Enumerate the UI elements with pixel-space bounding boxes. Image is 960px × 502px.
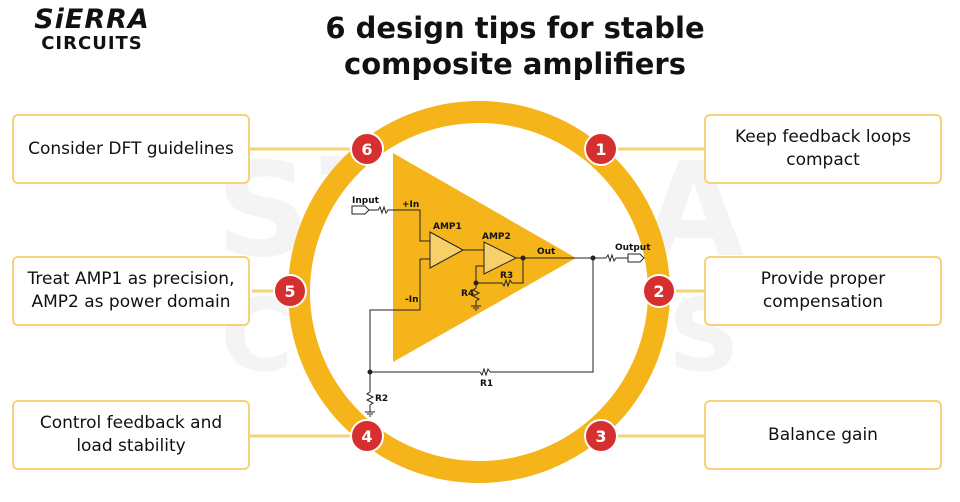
tip-3-box: Balance gain [704,400,942,470]
label-plus-in: +In [402,200,419,210]
badges: 6 1 5 2 4 3 [273,132,676,453]
badge-5: 5 [273,274,307,308]
tip-2-box: Provide proper compensation [704,256,942,326]
label-r4: R4 [461,289,474,299]
label-out: Out [537,247,556,257]
tip-5-box: Treat AMP1 as precision, AMP2 as power do… [12,256,250,326]
page-title: 6 design tips for stable composite ampli… [300,10,730,82]
title-line1: 6 design tips for stable [325,11,705,45]
tip-6-box: Consider DFT guidelines [12,114,250,184]
tip-2-line1: Provide proper [760,269,886,289]
node-r2 [367,369,373,375]
output-port-icon [627,253,645,263]
label-r2: R2 [375,394,388,404]
title-line2: composite amplifiers [344,47,686,81]
circuit-labels: Input +In AMP1 AMP2 Out Output R3 R4 -In… [352,196,651,404]
amp2-triangle [483,241,518,275]
badge-4: 4 [350,419,384,453]
brand-logo: SiERRA CIRCUITS [12,6,172,54]
tip-1-line2: compact [786,150,860,170]
tip-1-line1: Keep feedback loops [734,127,912,147]
tip-3-line1: Balance gain [768,424,878,445]
r3-feedback [475,258,524,288]
badge-1: 1 [584,132,618,166]
input-resistor [369,205,393,215]
tip-6-line1: Consider DFT guidelines [28,138,234,159]
tip-5-line2: AMP2 as power domain [31,292,231,312]
r2-resistor [365,391,375,412]
amp1-triangle [429,231,465,269]
plus-in-wire [393,209,430,242]
minus-in-wire-b [369,259,421,392]
input-port-icon [351,205,370,215]
badge-2: 2 [642,274,676,308]
svg-text:6: 6 [361,140,372,159]
r1-resistor [479,367,491,377]
badge-3: 3 [584,419,618,453]
tip-2-line2: compensation [762,292,884,312]
badge-6: 6 [350,132,384,166]
brand-line2: CIRCUITS [41,33,143,54]
brand-line1: SiERRA [34,4,150,35]
label-input: Input [352,196,380,206]
tip-4-line1: Control feedback and [39,413,223,433]
tip-1-box: Keep feedback loops compact [704,114,942,184]
label-r3: R3 [500,271,513,281]
svg-text:3: 3 [595,427,606,446]
label-r1: R1 [480,379,493,389]
label-output: Output [615,243,651,253]
label-amp1: AMP1 [433,222,462,232]
tip-4-box: Control feedback and load stability [12,400,250,470]
r4-resistor [471,283,481,306]
tip-5-line1: Treat AMP1 as precision, [27,269,235,289]
r1-wire-right [490,258,594,373]
svg-text:2: 2 [653,282,664,301]
label-minus-in: -In [405,295,419,305]
tip-4-line2: load stability [76,436,186,456]
svg-text:5: 5 [284,282,295,301]
svg-text:1: 1 [595,140,606,159]
svg-text:4: 4 [361,427,372,446]
label-amp2: AMP2 [482,232,511,242]
output-resistor [605,253,628,263]
circuit-schematic [351,153,645,417]
